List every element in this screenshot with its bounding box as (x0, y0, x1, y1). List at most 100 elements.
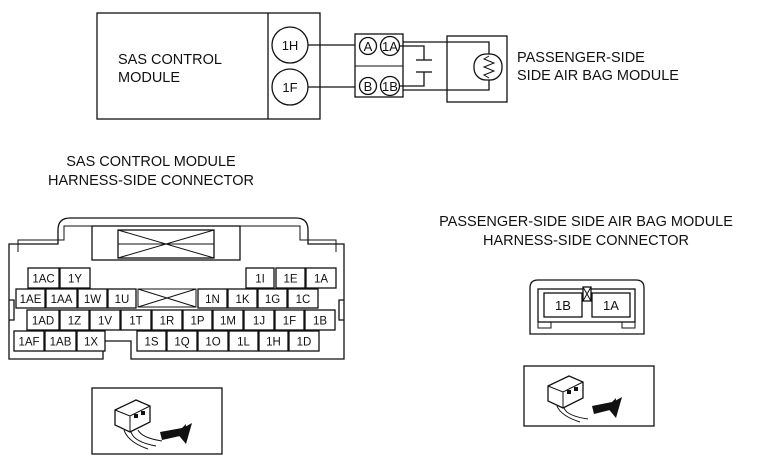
sas-pin-cell-1y (59, 267, 91, 289)
sas-pin-1z: 1Z (68, 316, 81, 328)
sas-pin-1x: 1X (84, 337, 98, 349)
sas-pin-cell-1m (212, 309, 244, 331)
sas-pin-cell-1ac (27, 267, 60, 289)
sas-key-cell (137, 288, 197, 308)
sas-pin-cell-1t (120, 309, 152, 331)
sas-pin-1v: 1V (98, 316, 112, 328)
sas-pin-1ac: 1AC (32, 274, 54, 286)
inline-pin-1b (379, 75, 401, 97)
sas-pin-cell-1q (166, 330, 198, 352)
sas-pin-cell-1v (89, 309, 121, 331)
sas-harness-connector: 1AC 1Y 1I 1E 1A 1AE 1AA 1W 1U 1N 1K 1G 1C 1AD 1Z 1V 1T 1R… (8, 217, 345, 360)
sas-pin-1r: 1R (160, 316, 175, 328)
sas-pin-1l: 1L (237, 337, 250, 349)
sas-pin-cell-1s (136, 330, 167, 352)
sas-pin-cell-1d (288, 330, 320, 352)
sas-pin-cell-1ad (26, 309, 60, 331)
inline-pin-1a (379, 35, 401, 57)
connector-view-icon (91, 387, 223, 455)
sas-pin-cell-1e (275, 267, 306, 289)
inline-pin-b-label: B (364, 79, 373, 94)
sas-pin-cell-1j (243, 309, 275, 331)
sas-pin-1g: 1G (265, 294, 280, 306)
sas-module-label-2: MODULE (118, 70, 180, 86)
sas-pin-1m: 1M (220, 316, 236, 328)
shorting-bar-bottom (400, 72, 425, 87)
sas-pin-cell-1af (13, 330, 45, 352)
sas-pin-grid: 1AC 1Y 1I 1E 1A 1AE 1AA 1W 1U 1N 1K 1G 1C 1AD 1Z 1V 1T 1R… (13, 267, 337, 352)
sas-connector-title-1: SAS CONTROL MODULE (66, 154, 236, 170)
sas-connector-title-2: HARNESS-SIDE CONNECTOR (48, 173, 254, 189)
sas-pin-1e: 1E (283, 274, 297, 286)
sas-pin-1q: 1Q (174, 337, 189, 349)
shorting-bar-top (400, 45, 425, 60)
sas-pin-cell-1o (197, 330, 229, 352)
sas-pin-cell-1w (77, 288, 108, 309)
sas-pin-1o: 1O (205, 337, 220, 349)
sas-pin-1t: 1T (129, 316, 142, 328)
resistor-icon (473, 53, 503, 81)
sas-pin-1h: 1H (266, 337, 281, 349)
airbag-pin-1b: 1B (555, 298, 571, 313)
inline-pin-a (358, 36, 378, 56)
sas-pin-cell-1g (257, 288, 288, 309)
airbag-pin-1a: 1A (603, 298, 619, 313)
sas-pin-cell-1p (182, 309, 213, 331)
airbag-harness-connector: 1B 1A (529, 279, 645, 335)
sas-pin-1p: 1P (190, 316, 204, 328)
sas-pin-1af: 1AF (18, 337, 39, 349)
wiring-schematic: SAS CONTROL MODULE 1H 1F A 1A B 1B (96, 12, 679, 120)
airbag-connector-housing (529, 279, 645, 335)
sas-pin-1y: 1Y (68, 274, 82, 286)
sas-pin-1ae: 1AE (20, 294, 42, 306)
sas-pin-1u: 1U (115, 294, 130, 306)
inline-pin-1a-label: 1A (382, 39, 398, 54)
sas-pin-cell-1aa (45, 288, 78, 309)
sas-pin-1ad: 1AD (32, 316, 54, 328)
sas-pin-cell-1i (245, 267, 275, 289)
sas-pin-1k: 1K (235, 294, 249, 306)
inline-pin-a-label: A (364, 39, 373, 54)
sas-pin-1d: 1D (297, 337, 312, 349)
sas-module-label-1: SAS CONTROL (118, 52, 222, 68)
sas-pin-cell-1h (258, 330, 289, 352)
sas-pin-cell-1n (197, 288, 228, 309)
sas-pin-cell-1x (76, 330, 106, 352)
sas-pin-1f: 1F (283, 316, 296, 328)
sas-pin-1w: 1W (84, 294, 101, 306)
connector-view-icon-right (523, 365, 655, 427)
airbag-pin-1a-cell (591, 292, 631, 318)
sas-pin-cell-1c (287, 288, 319, 309)
sas-pin-cell-1ab (44, 330, 77, 352)
airbag-label-2: SIDE AIR BAG MODULE (517, 68, 679, 84)
arrow-icon (160, 423, 192, 444)
sas-pin-1j: 1J (253, 316, 265, 328)
airbag-label-1: PASSENGER-SIDE (517, 50, 645, 66)
airbag-pin-1b-cell (543, 292, 583, 318)
sas-pin-cell-1l (228, 330, 259, 352)
sas-pin-1n: 1N (205, 294, 220, 306)
airbag-connector-title-2: HARNESS-SIDE CONNECTOR (483, 233, 689, 249)
sas-key-cross (137, 288, 197, 308)
sas-pin-1a: 1A (314, 274, 328, 286)
sas-pin-1b: 1B (313, 316, 327, 328)
sas-pin-cell-1z (59, 309, 90, 331)
sas-pin-1ab: 1AB (50, 337, 72, 349)
module-terminal-1h-label: 1H (282, 38, 299, 53)
sas-pin-cell-1r (151, 309, 183, 331)
sas-pin-cell-1f (274, 309, 305, 331)
sas-pin-cell-1k (227, 288, 258, 309)
sas-pin-1aa: 1AA (51, 294, 73, 306)
sas-pin-cell-1u (107, 288, 137, 309)
sas-pin-cell-1b (304, 309, 336, 331)
sas-pin-cell-1ae (15, 288, 46, 309)
sas-connector-housing (8, 217, 345, 360)
sas-pin-1i: 1I (255, 274, 265, 286)
module-terminal-1f-label: 1F (282, 80, 297, 95)
sas-pin-cell-1a (305, 267, 337, 289)
sas-pin-1s: 1S (144, 337, 158, 349)
airbag-connector-title-1: PASSENGER-SIDE SIDE AIR BAG MODULE (439, 214, 733, 230)
sas-pin-1c: 1C (296, 294, 311, 306)
inline-pin-b (358, 76, 378, 96)
